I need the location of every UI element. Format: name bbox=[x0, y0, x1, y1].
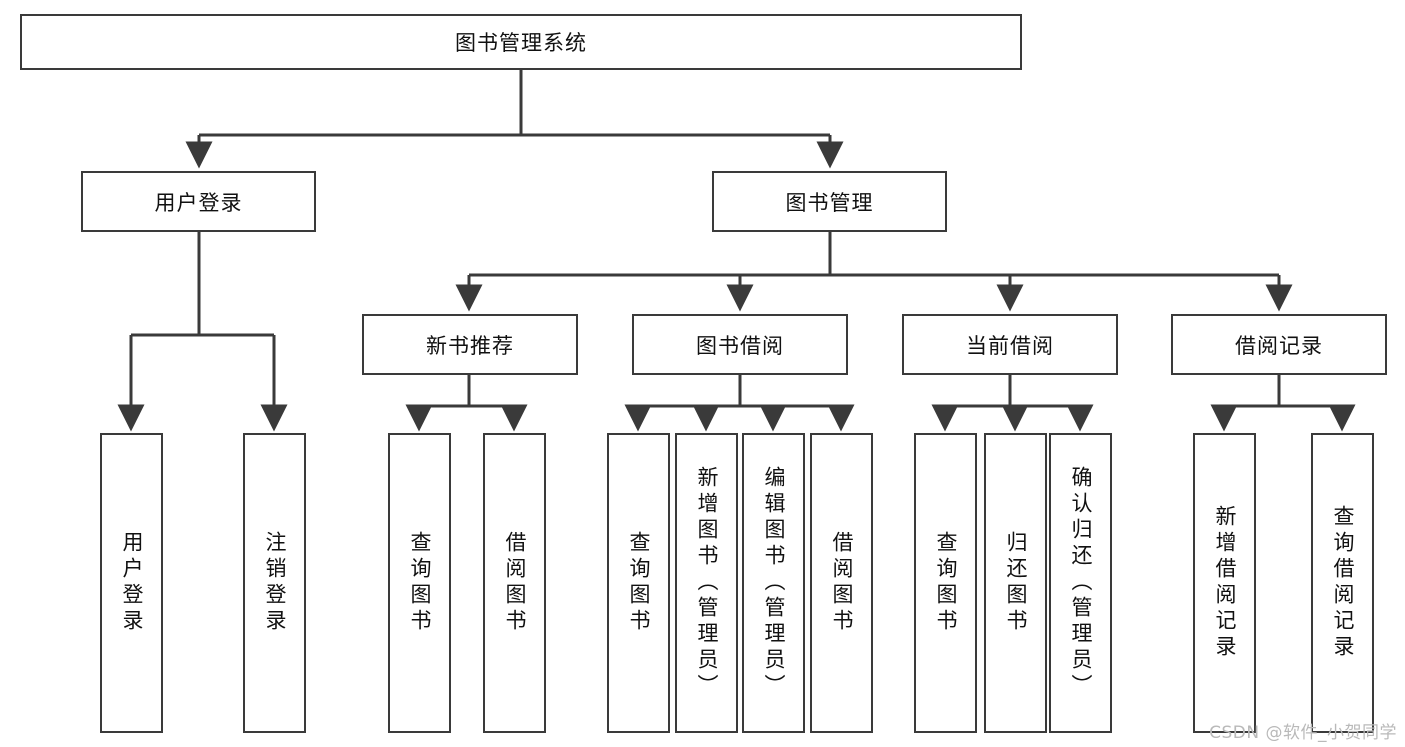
leaf-cb-confirm-return-label: 确认归还（管理员） bbox=[1069, 466, 1093, 700]
leaf-nb-borrow-book[interactable]: 借阅图书 bbox=[483, 433, 546, 733]
leaf-bb-borrow-book[interactable]: 借阅图书 bbox=[810, 433, 873, 733]
node-book-management-label: 图书管理 bbox=[785, 190, 874, 215]
leaf-br-query-record[interactable]: 查询借阅记录 bbox=[1311, 433, 1374, 733]
leaf-cb-query-book[interactable]: 查询图书 bbox=[914, 433, 977, 733]
node-book-borrow[interactable]: 图书借阅 bbox=[632, 314, 848, 375]
node-book-management[interactable]: 图书管理 bbox=[712, 171, 947, 232]
leaf-bb-edit-book-label: 编辑图书（管理员） bbox=[762, 466, 786, 700]
leaf-cb-query-book-label: 查询图书 bbox=[934, 531, 958, 635]
leaf-nb-borrow-book-label: 借阅图书 bbox=[503, 531, 527, 635]
node-current-borrow[interactable]: 当前借阅 bbox=[902, 314, 1118, 375]
leaf-cb-confirm-return[interactable]: 确认归还（管理员） bbox=[1049, 433, 1112, 733]
leaf-cb-return-book[interactable]: 归还图书 bbox=[984, 433, 1047, 733]
leaf-nb-query-book[interactable]: 查询图书 bbox=[388, 433, 451, 733]
leaf-bb-add-book[interactable]: 新增图书（管理员） bbox=[675, 433, 738, 733]
leaf-bb-query-book[interactable]: 查询图书 bbox=[607, 433, 670, 733]
leaf-user-login[interactable]: 用户登录 bbox=[100, 433, 163, 733]
leaf-br-add-record-label: 新增借阅记录 bbox=[1213, 505, 1237, 661]
leaf-cb-return-book-label: 归还图书 bbox=[1004, 531, 1028, 635]
leaf-bb-add-book-label: 新增图书（管理员） bbox=[695, 466, 719, 700]
node-new-book-recommend-label: 新书推荐 bbox=[426, 333, 514, 358]
leaf-br-query-record-label: 查询借阅记录 bbox=[1331, 505, 1355, 661]
node-book-borrow-label: 图书借阅 bbox=[696, 333, 784, 358]
leaf-br-add-record[interactable]: 新增借阅记录 bbox=[1193, 433, 1256, 733]
leaf-nb-query-book-label: 查询图书 bbox=[408, 531, 432, 635]
node-new-book-recommend[interactable]: 新书推荐 bbox=[362, 314, 578, 375]
node-root-system[interactable]: 图书管理系统 bbox=[20, 14, 1022, 70]
leaf-bb-edit-book[interactable]: 编辑图书（管理员） bbox=[742, 433, 805, 733]
node-root-system-label: 图书管理系统 bbox=[455, 31, 587, 55]
node-current-borrow-label: 当前借阅 bbox=[966, 333, 1054, 358]
leaf-logout[interactable]: 注销登录 bbox=[243, 433, 306, 733]
leaf-bb-query-book-label: 查询图书 bbox=[627, 531, 651, 635]
node-user-login[interactable]: 用户登录 bbox=[81, 171, 316, 232]
leaf-logout-label: 注销登录 bbox=[263, 531, 287, 635]
leaf-user-login-label: 用户登录 bbox=[120, 531, 144, 635]
node-user-login-label: 用户登录 bbox=[154, 190, 243, 215]
node-borrow-record[interactable]: 借阅记录 bbox=[1171, 314, 1387, 375]
leaf-bb-borrow-book-label: 借阅图书 bbox=[830, 531, 854, 635]
watermark-text: CSDN @软件_小贺同学 bbox=[1209, 723, 1397, 743]
node-borrow-record-label: 借阅记录 bbox=[1235, 333, 1323, 358]
